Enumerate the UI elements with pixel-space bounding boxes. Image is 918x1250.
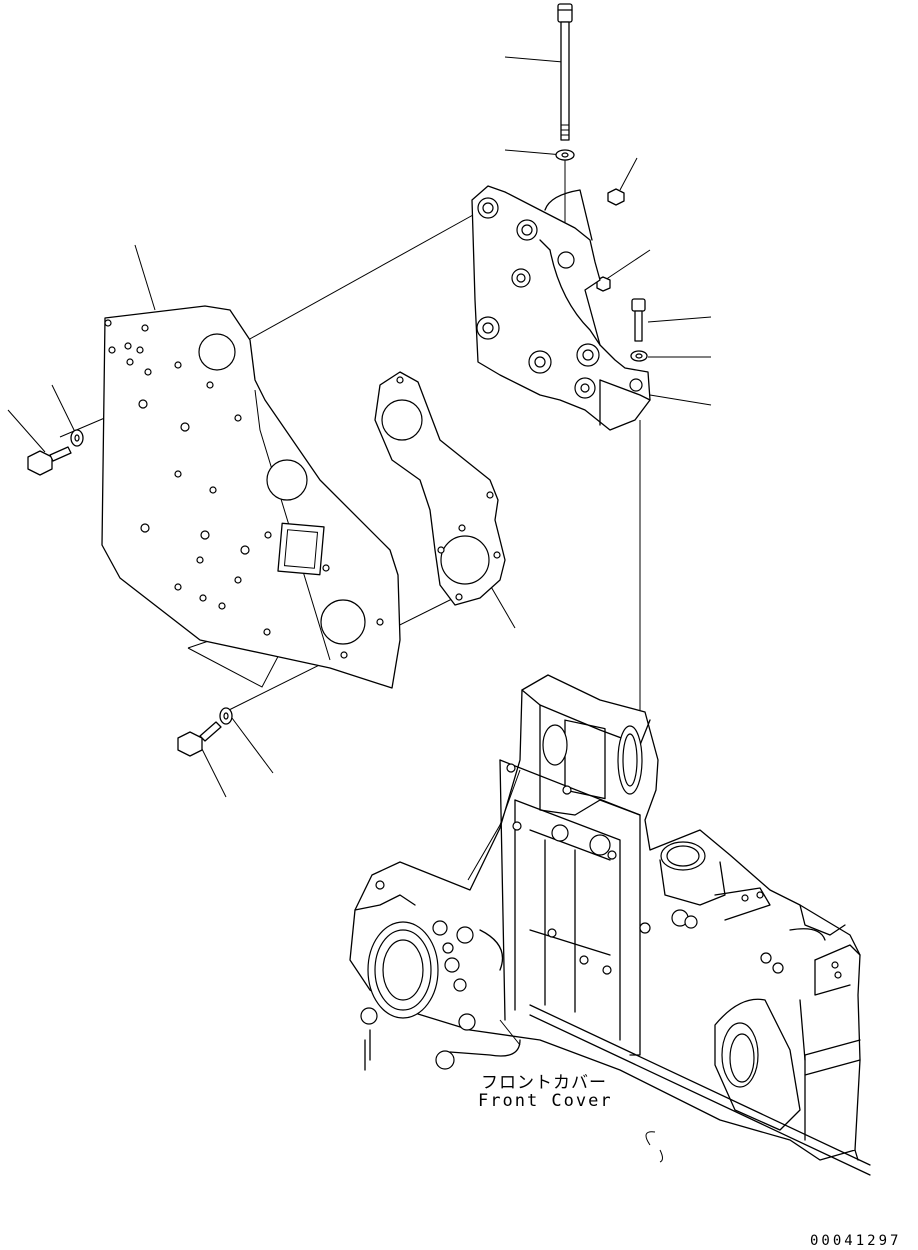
long-bolt xyxy=(557,3,573,141)
leader-lines xyxy=(7,56,712,798)
bolt-right xyxy=(631,298,646,342)
front-cover-housing xyxy=(349,674,871,1176)
plate-holes xyxy=(104,319,384,659)
leader-bolt-left xyxy=(7,409,46,453)
front-cover-label-en: Front Cover xyxy=(478,1091,613,1111)
leader-bolt-bottom xyxy=(199,744,227,798)
bolt-left xyxy=(27,446,72,476)
leader-plug-2 xyxy=(604,249,651,281)
drawing-number: 00041297 xyxy=(810,1233,902,1249)
front-cover-label-jp: フロントカバー xyxy=(481,1073,607,1093)
leader-plug-1 xyxy=(619,157,638,191)
align-line-1 xyxy=(247,209,483,341)
leader-bracket xyxy=(649,394,712,406)
gasket xyxy=(374,371,506,606)
leader-plate xyxy=(134,244,156,311)
bolt-bottom xyxy=(177,721,222,757)
plug-1 xyxy=(607,188,625,206)
cover-plate xyxy=(101,305,401,689)
leader-washer-left xyxy=(51,384,76,433)
leader-gasket xyxy=(489,584,516,629)
leader-bolt-long xyxy=(504,56,564,63)
bracket xyxy=(471,185,651,431)
leader-washer-top xyxy=(504,149,564,156)
leader-bolt-right xyxy=(647,316,712,323)
washer-top-hole xyxy=(561,152,569,158)
leader-washer-bottom xyxy=(231,717,274,774)
